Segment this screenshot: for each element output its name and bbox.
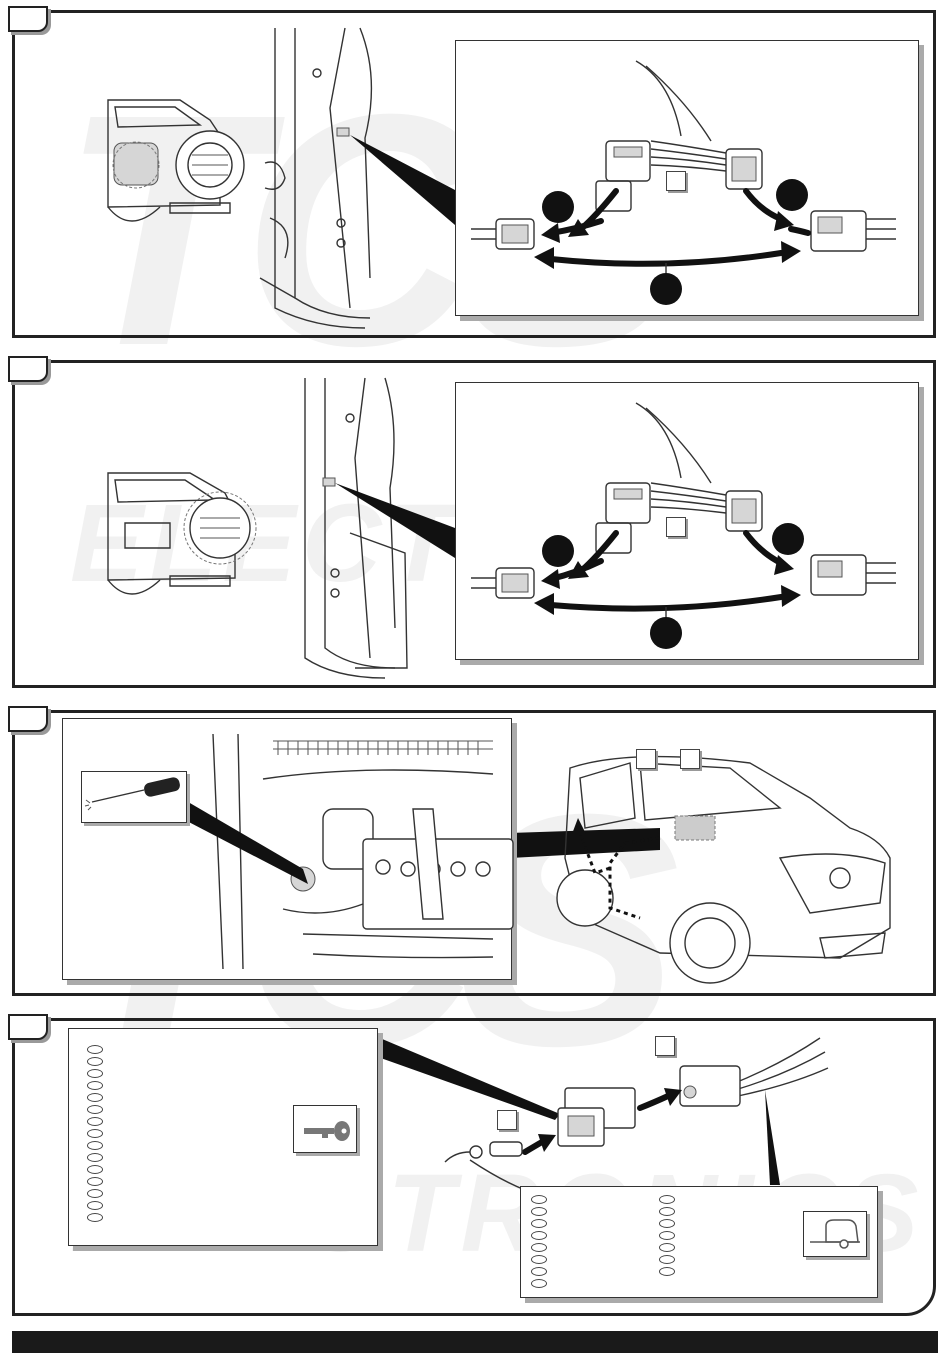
pin-indicator xyxy=(87,1177,103,1186)
pin-indicator xyxy=(87,1201,103,1210)
pin-indicator xyxy=(531,1279,547,1288)
pin-indicator xyxy=(87,1141,103,1150)
pin-indicator xyxy=(87,1213,103,1222)
pin-indicator xyxy=(531,1219,547,1228)
pin-indicator xyxy=(659,1207,675,1216)
label-box xyxy=(666,171,686,191)
pin-indicator xyxy=(87,1105,103,1114)
pin-indicator xyxy=(531,1195,547,1204)
engine-bay-inset xyxy=(62,718,512,980)
callout-marker-c xyxy=(650,273,682,305)
pin-indicator xyxy=(659,1267,675,1276)
pin-indicator xyxy=(531,1255,547,1264)
connector-wiring-diagram-2 xyxy=(456,383,920,661)
pin-indicator xyxy=(87,1129,103,1138)
pin-indicator xyxy=(87,1069,103,1078)
pin-indicator xyxy=(531,1207,547,1216)
pin-indicator xyxy=(87,1165,103,1174)
pin-indicator xyxy=(531,1267,547,1276)
screwdriver-inset xyxy=(81,771,187,823)
connector-wiring-diagram-1 xyxy=(456,41,920,317)
pin-indicator xyxy=(531,1243,547,1252)
label-box xyxy=(666,517,686,537)
pin-indicator xyxy=(87,1189,103,1198)
trailer-icon xyxy=(804,1212,868,1258)
pin-indicator xyxy=(659,1255,675,1264)
connector-inset-1 xyxy=(455,40,919,316)
step-1-tab xyxy=(8,6,48,32)
footer-bar xyxy=(12,1331,938,1353)
pin-indicator xyxy=(87,1057,103,1066)
pin-indicator xyxy=(659,1243,675,1252)
ignition-key-icon xyxy=(294,1106,358,1154)
pin-indicator xyxy=(659,1195,675,1204)
pin-indicator xyxy=(87,1117,103,1126)
callout-marker-b xyxy=(776,179,808,211)
pin-indicator xyxy=(87,1153,103,1162)
pin-indicator xyxy=(531,1231,547,1240)
connector-inset-2 xyxy=(455,382,919,660)
step-3-tab xyxy=(8,706,48,732)
pin-indicator xyxy=(87,1045,103,1054)
callout-marker-a xyxy=(542,191,574,223)
step-4-tab xyxy=(8,1014,48,1040)
pin-indicator xyxy=(87,1093,103,1102)
pin-indicator xyxy=(659,1231,675,1240)
ignition-key-box xyxy=(293,1105,357,1153)
screwdriver-icon xyxy=(82,772,188,824)
pinout-inset-left xyxy=(68,1028,378,1246)
callout-marker-c xyxy=(650,617,682,649)
trailer-box xyxy=(803,1211,867,1257)
callout-marker-a xyxy=(542,535,574,567)
pinout-inset-right xyxy=(520,1186,878,1298)
step-2-tab xyxy=(8,356,48,382)
engine-callout-wedge xyxy=(183,799,313,889)
pin-indicator xyxy=(659,1219,675,1228)
callout-marker-b xyxy=(772,523,804,555)
pin-indicator xyxy=(87,1081,103,1090)
